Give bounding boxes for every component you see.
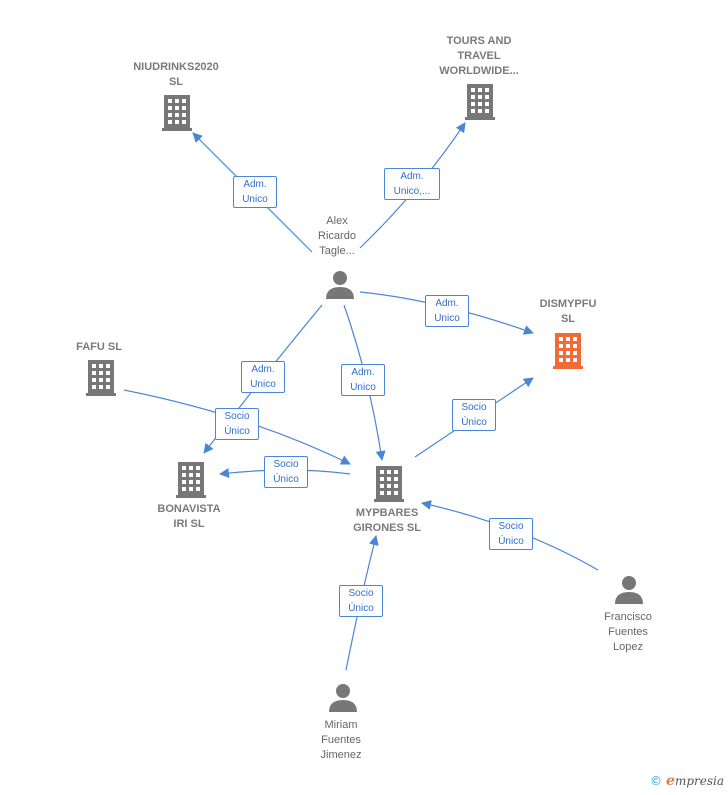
company-label-dismypfu[interactable]: DISMYPFU SL xyxy=(516,297,620,327)
person-label-miriam[interactable]: Miriam Fuentes Jimenez xyxy=(303,718,379,763)
edge-label-line: Unico,... xyxy=(393,186,431,197)
label-line: Fuentes xyxy=(608,626,648,638)
edge-label-line: Adm. xyxy=(400,171,424,182)
label-line: Alex xyxy=(326,215,348,227)
edge-label-line: Único xyxy=(498,536,524,547)
edge-label-line: Único xyxy=(273,474,299,485)
building-icon[interactable] xyxy=(162,95,192,131)
label-line: NIUDRINKS2020 xyxy=(133,61,219,73)
label-line: DISMYPFU xyxy=(539,298,597,310)
label-line: IRI SL xyxy=(173,518,205,530)
company-label-fafu[interactable]: FAFU SL xyxy=(58,340,140,355)
brand-logo-letter: e xyxy=(666,773,675,789)
label-line: BONAVISTA xyxy=(157,503,221,515)
label-line: TRAVEL xyxy=(457,50,501,62)
building-icon-highlighted[interactable] xyxy=(553,333,583,369)
edge-label-line: Adm. xyxy=(351,367,375,378)
label-line: Miriam xyxy=(324,719,358,731)
label-line: MYPBARES xyxy=(355,507,419,519)
label-line: SL xyxy=(560,313,576,325)
label-line: WORLDWIDE... xyxy=(439,65,519,77)
edge-label-line: Socio xyxy=(224,411,250,422)
edge-label-alex-mypbares[interactable]: Adm. Unico xyxy=(341,364,385,396)
edge-label-fafu-mypbares[interactable]: Socio Único xyxy=(215,408,259,440)
edge-label-line: Adm. xyxy=(435,298,459,309)
edge-label-miriam-mypbares[interactable]: Socio Único xyxy=(339,585,383,617)
label-line: Ricardo xyxy=(318,230,356,242)
label-line: Jimenez xyxy=(320,749,362,761)
label-line: Lopez xyxy=(613,641,643,653)
edge-label-mypbares-dismypfu[interactable]: Socio Único xyxy=(452,399,496,431)
building-icon[interactable] xyxy=(374,466,404,502)
edge-label-francisco-mypbares[interactable]: Socio Único xyxy=(489,518,533,550)
edge-label-line: Socio xyxy=(498,521,524,532)
empresia-brand: ©empresia xyxy=(650,773,724,789)
edge-label-line: Único xyxy=(348,603,374,614)
person-icon[interactable] xyxy=(328,683,358,713)
edge-label-line: Adm. xyxy=(243,179,267,190)
label-line: Tagle... xyxy=(319,245,355,257)
edge-label-line: Socio xyxy=(273,459,299,470)
label-line: Francisco xyxy=(604,611,652,623)
edge-label-mypbares-bonavista[interactable]: Socio Único xyxy=(264,456,308,488)
company-label-bonavista[interactable]: BONAVISTA IRI SL xyxy=(141,502,237,532)
person-label-alex[interactable]: Alex Ricardo Tagle... xyxy=(300,214,374,259)
company-label-niudrinks[interactable]: NIUDRINKS2020 SL xyxy=(120,60,232,90)
person-icon[interactable] xyxy=(614,575,644,605)
company-label-tours[interactable]: TOURS AND TRAVEL WORLDWIDE... xyxy=(422,34,536,79)
label-line: SL xyxy=(168,76,184,88)
label-line: GIRONES SL xyxy=(353,522,421,534)
edge-label-alex-tours[interactable]: Adm. Unico,... xyxy=(384,168,440,200)
edge-label-line: Único xyxy=(224,426,250,437)
edge-label-alex-bonavista[interactable]: Adm. Unico xyxy=(241,361,285,393)
edge-label-line: Unico xyxy=(434,313,460,324)
label-line: FAFU SL xyxy=(76,341,122,353)
label-line: Fuentes xyxy=(321,734,361,746)
edge-label-line: Socio xyxy=(461,402,487,413)
edge-label-line: Unico xyxy=(350,382,376,393)
edge-label-line: Unico xyxy=(242,194,268,205)
label-line: TOURS AND xyxy=(446,35,512,47)
building-icon[interactable] xyxy=(465,84,495,120)
person-icon[interactable] xyxy=(325,270,355,300)
edge-label-alex-dismypfu[interactable]: Adm. Unico xyxy=(425,295,469,327)
edge-label-line: Adm. xyxy=(251,364,275,375)
building-icon[interactable] xyxy=(176,462,206,498)
building-icon[interactable] xyxy=(86,360,116,396)
edge-label-line: Socio xyxy=(348,588,374,599)
copyright-symbol: © xyxy=(650,774,663,788)
person-label-francisco[interactable]: Francisco Fuentes Lopez xyxy=(588,610,668,655)
brand-name: mpresia xyxy=(674,774,724,788)
edge-label-line: Unico xyxy=(250,379,276,390)
edge-label-alex-niudrinks[interactable]: Adm. Unico xyxy=(233,176,277,208)
company-label-mypbares[interactable]: MYPBARES GIRONES SL xyxy=(330,506,444,536)
edge-label-line: Único xyxy=(461,417,487,428)
